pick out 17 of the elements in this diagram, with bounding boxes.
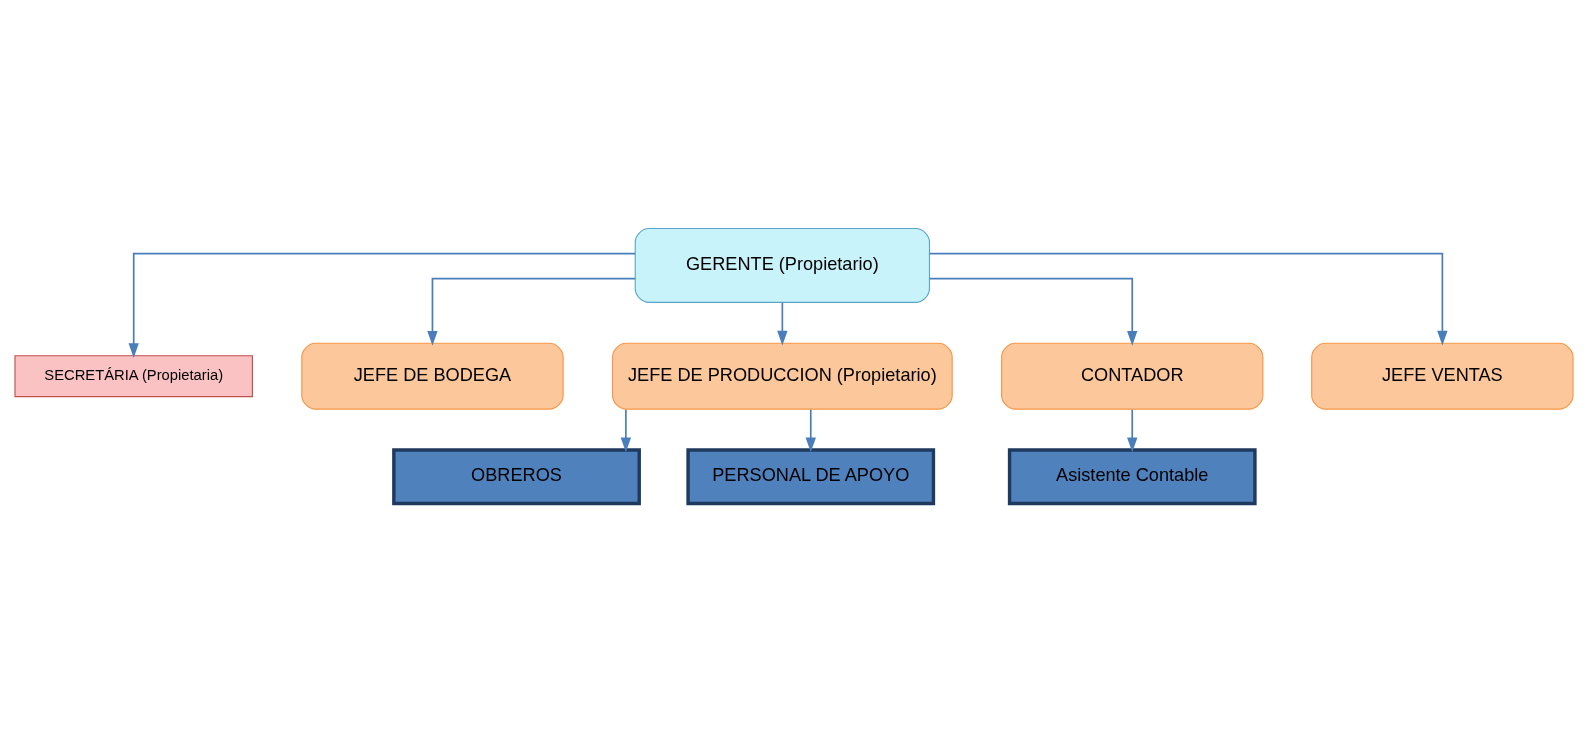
node-box: OBREROS bbox=[392, 447, 641, 505]
node-box: JEFE DE PRODUCCION (Propietario) bbox=[611, 342, 953, 410]
arrow bbox=[620, 408, 632, 452]
arrow bbox=[928, 277, 1138, 346]
arrow bbox=[928, 252, 1448, 346]
arrow bbox=[128, 252, 636, 358]
node-box: JEFE DE BODEGA bbox=[301, 342, 564, 410]
arrow bbox=[1127, 408, 1138, 452]
arrow bbox=[805, 408, 816, 452]
node-box: JEFE VENTAS bbox=[1311, 342, 1574, 410]
node-box: Asistente Contable bbox=[1007, 447, 1257, 505]
node-box: GERENTE (Propietario) bbox=[634, 227, 931, 303]
node-box: SECRETÁRIA (Propietaria) bbox=[14, 354, 253, 397]
node-box: PERSONAL DE APOYO bbox=[686, 447, 936, 505]
arrow bbox=[427, 277, 636, 346]
arrow bbox=[777, 301, 788, 346]
node-box: CONTADOR bbox=[1001, 342, 1264, 410]
